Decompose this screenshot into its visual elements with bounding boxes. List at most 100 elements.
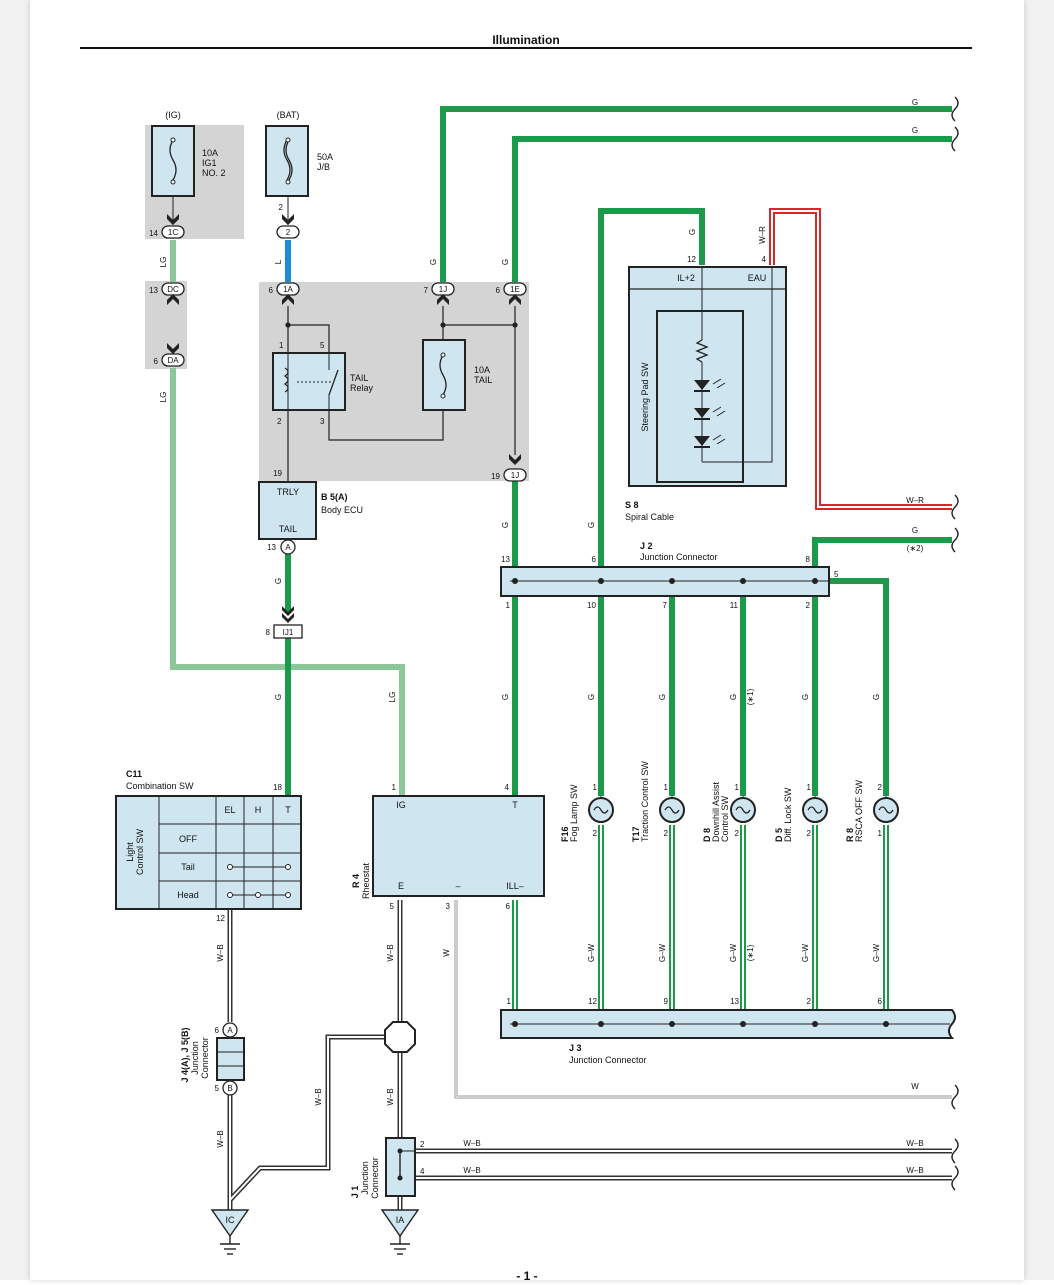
- wire-note: (∗1): [746, 944, 755, 961]
- wire-label: W–B: [314, 1088, 323, 1105]
- pin-label: 6: [215, 1026, 220, 1035]
- wire-label: W: [911, 1082, 919, 1091]
- switch-name: Diff. Lock SW: [783, 787, 793, 842]
- col-header: H: [255, 805, 262, 815]
- row-label: Head: [177, 890, 199, 900]
- pin-label: 5: [320, 341, 325, 350]
- wire-label: G–W: [801, 943, 810, 962]
- pin-label: 2: [807, 997, 812, 1006]
- pin-label: 6: [878, 997, 883, 1006]
- spiral-cable: [628, 266, 787, 487]
- rheostat-code: R 4: [351, 874, 361, 888]
- wire-label: G: [429, 259, 438, 265]
- fuse-ig1: [151, 125, 195, 225]
- pin-label: 4: [505, 783, 510, 792]
- splice-octagon: [384, 1021, 416, 1053]
- wire-label: G: [587, 522, 596, 528]
- ground-ic-label: IC: [226, 1215, 236, 1225]
- pin-label: 1: [593, 783, 598, 792]
- switch-name: Traction Control SW: [640, 761, 650, 842]
- pin-label: 19: [491, 472, 500, 481]
- junction-dots: [285, 322, 518, 328]
- fuse-jb-rating: 50A: [317, 152, 333, 162]
- pin-label: 2: [664, 829, 669, 838]
- wire-label: G: [501, 694, 510, 700]
- fuse-ig1-name: IG1: [202, 158, 217, 168]
- pin-label: 2: [806, 601, 811, 610]
- switch-code: F16: [560, 826, 570, 842]
- ground-ic: [210, 1209, 250, 1255]
- pin-label: 2: [807, 829, 812, 838]
- pin-label: 13: [501, 555, 510, 564]
- fuse-tail: [422, 339, 466, 411]
- tail-relay: [272, 352, 346, 411]
- j2-junction-bar: [500, 566, 830, 597]
- pin-label: 13: [149, 286, 158, 295]
- pin-label: 5: [215, 1084, 220, 1093]
- fuse-jb: [265, 125, 309, 225]
- row-label: Tail: [181, 862, 195, 872]
- pin-label: 1: [392, 783, 397, 792]
- fuse-jb-name: J/B: [317, 162, 330, 172]
- j2-name: Junction Connector: [640, 552, 718, 562]
- spiral-il2: IL+2: [677, 273, 695, 283]
- conn-da: DA: [167, 356, 179, 365]
- pin-label: 9: [664, 997, 669, 1006]
- spiral-eau: EAU: [748, 273, 767, 283]
- page-number: - 1 -: [516, 1269, 537, 1280]
- wire-label: G–W: [587, 943, 596, 962]
- wire-label: G: [872, 694, 881, 700]
- j3-junction-bar: [500, 1009, 956, 1039]
- switch-code: D 5: [774, 828, 784, 842]
- wire-w-r: [769, 208, 952, 510]
- rheostat: [372, 795, 545, 897]
- spiral-pad: Steering Pad SW: [640, 362, 650, 432]
- pin-label: 6: [592, 555, 597, 564]
- body-ecu-name: Body ECU: [321, 505, 363, 515]
- fuse-tail-name: TAIL: [474, 375, 492, 385]
- pin-label: 12: [216, 914, 225, 923]
- j3-name: Junction Connector: [569, 1055, 647, 1065]
- fuse-ig1-no: NO. 2: [202, 168, 226, 178]
- rheostat-t: T: [512, 800, 518, 810]
- pin-label: 14: [149, 229, 158, 238]
- wire-label: G: [658, 694, 667, 700]
- gw-wires: [512, 825, 889, 1010]
- side-label: Control SW: [135, 828, 145, 875]
- conn-a: A: [285, 543, 291, 552]
- pin-label: 4: [762, 255, 767, 264]
- rheostat-ig: IG: [396, 800, 406, 810]
- wire-label: W–B: [463, 1166, 480, 1175]
- body-ecu-trly: TRLY: [277, 487, 299, 497]
- pin-label: 1: [735, 783, 740, 792]
- wire-label: G: [501, 259, 510, 265]
- switch-code: D 8: [702, 828, 712, 842]
- pin-label: 5: [390, 902, 395, 911]
- pin-label: 18: [273, 783, 282, 792]
- switch-name-2: Control SW: [720, 795, 730, 842]
- pin-label: 1: [507, 997, 512, 1006]
- fuse-ig1-rating: 10A: [202, 148, 218, 158]
- wire-label: G: [274, 578, 283, 584]
- pin-label: 2: [420, 1140, 425, 1149]
- pin-label: 1: [279, 341, 284, 350]
- j2-code: J 2: [640, 541, 653, 551]
- wire-label: (∗2): [907, 544, 924, 553]
- conn-2: 2: [286, 228, 291, 237]
- pin-label: 10: [587, 601, 596, 610]
- wire-label: W–B: [386, 944, 395, 961]
- pin-label: 12: [588, 997, 597, 1006]
- col-header: T: [285, 805, 291, 815]
- col-header: EL: [224, 805, 235, 815]
- wire-label: W–R: [758, 226, 767, 244]
- wire-g-top-2: [512, 136, 952, 282]
- rheostat-e: E: [398, 881, 404, 891]
- j4-name-2: Connector: [200, 1037, 210, 1079]
- j1-name-2: Connector: [370, 1157, 380, 1199]
